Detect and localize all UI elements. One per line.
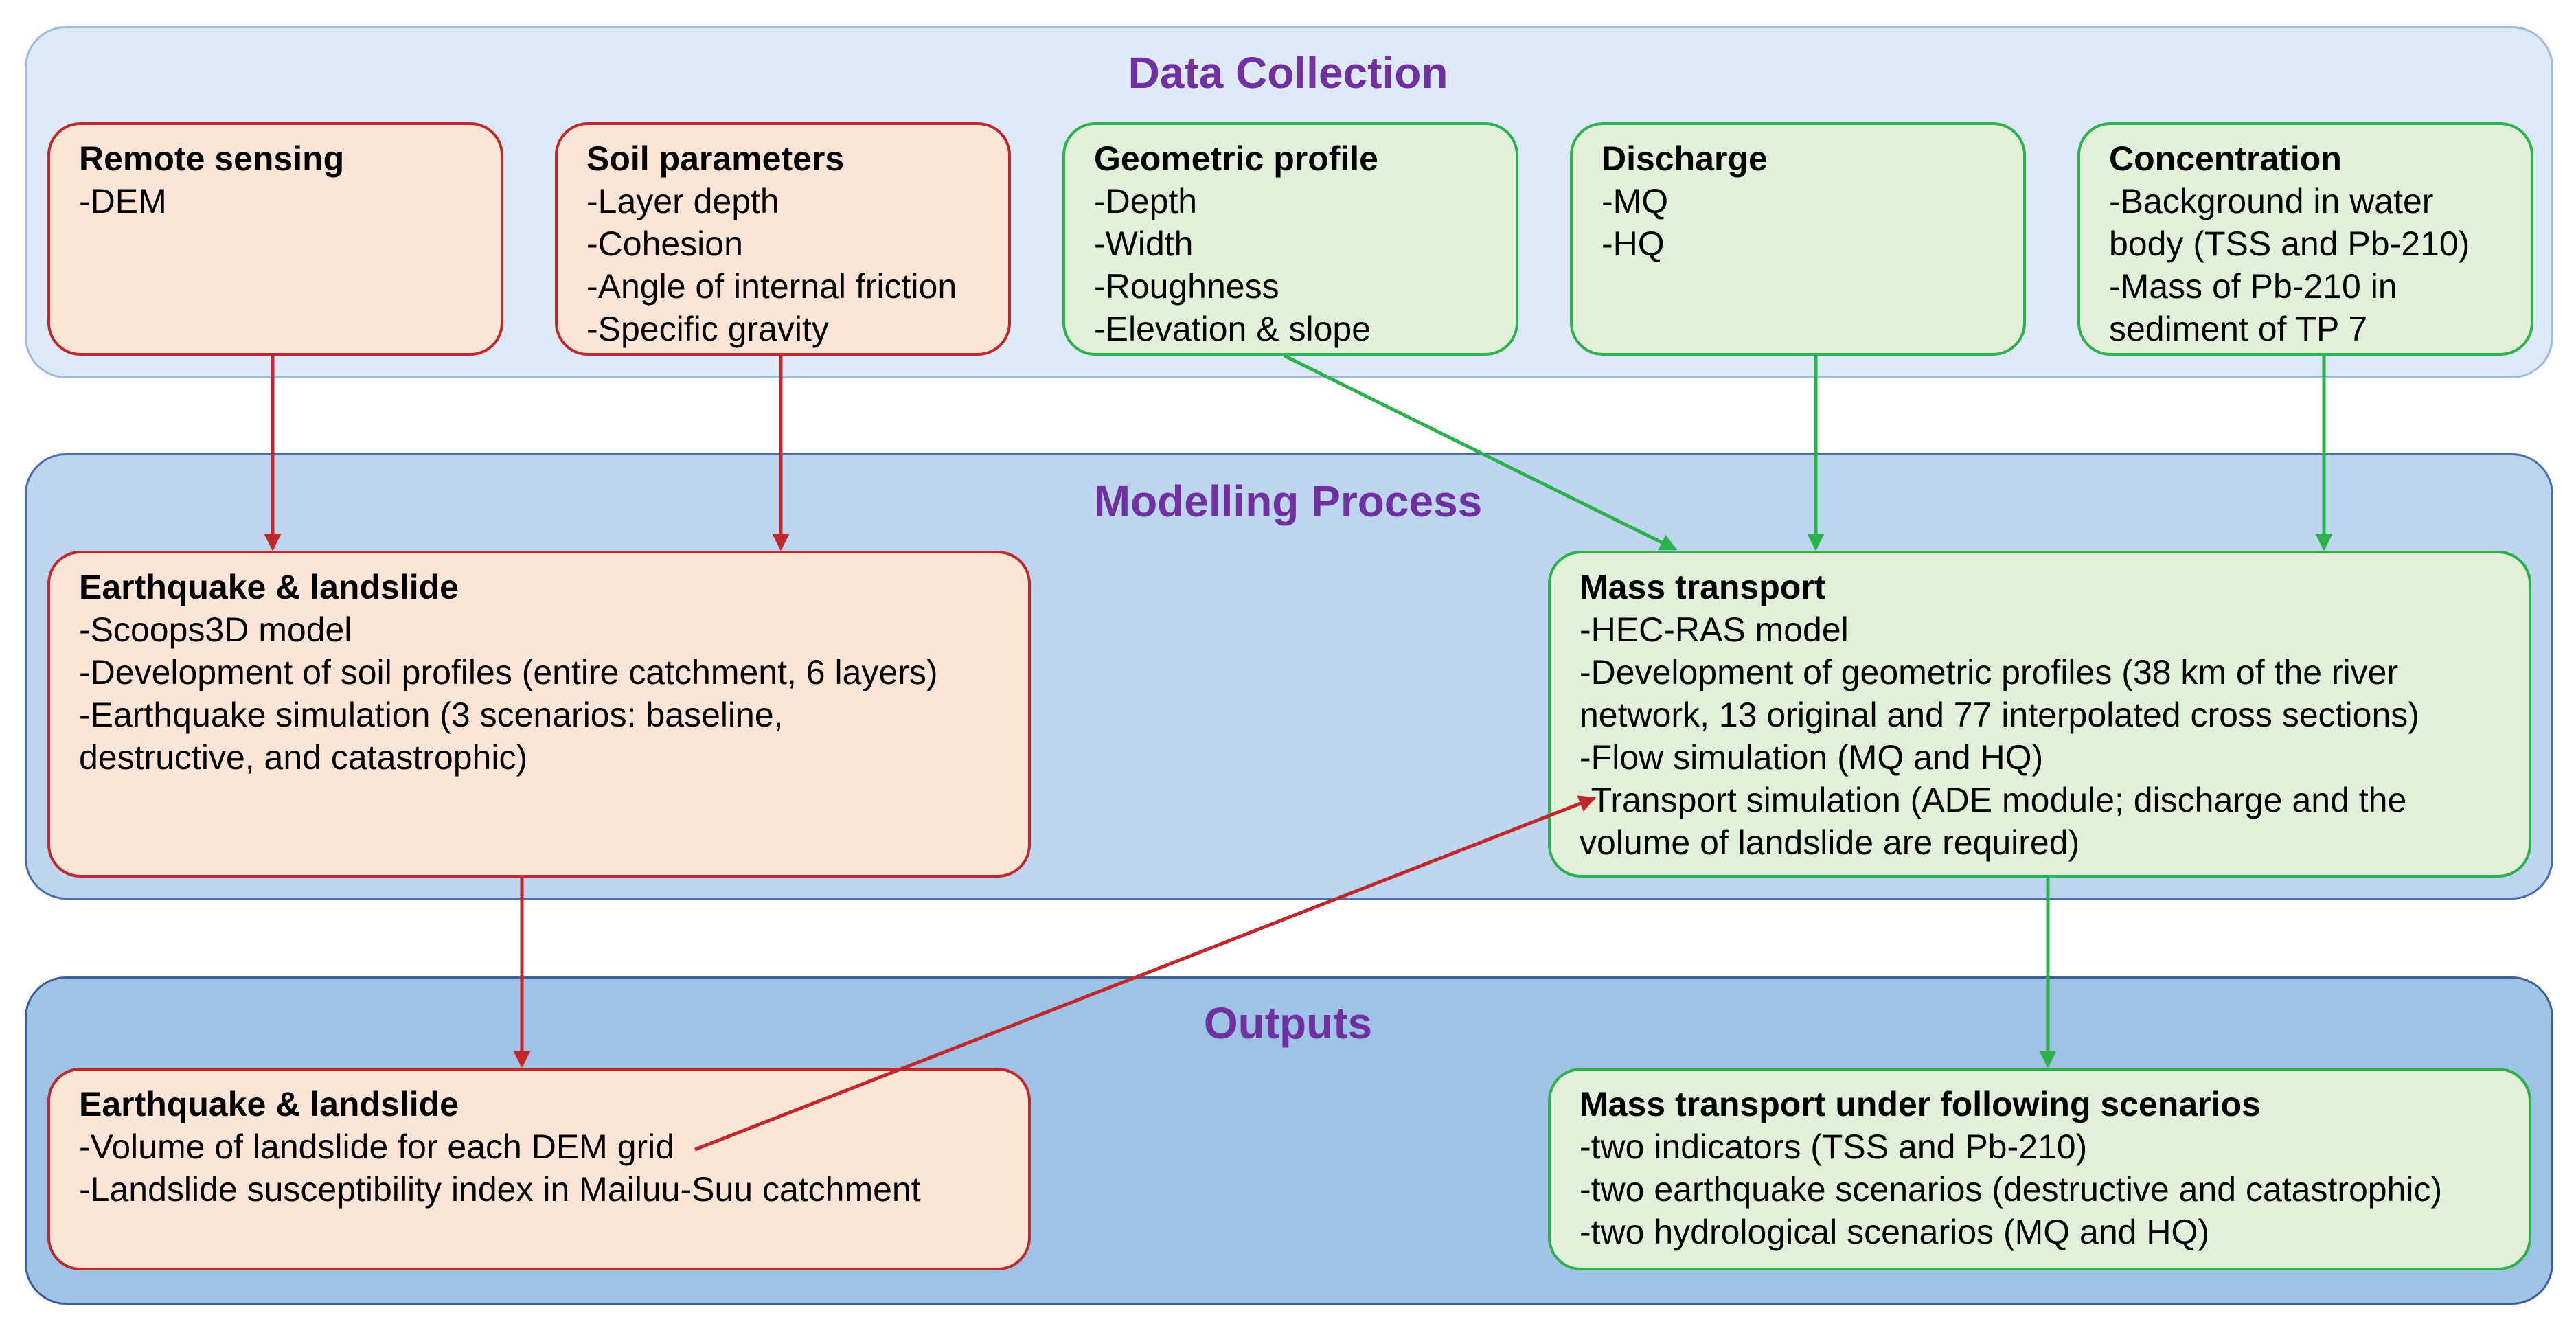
concentration-box: Concentration -Background in water body … [2077,122,2533,356]
soil-parameters-line: -Layer depth [586,182,779,220]
concentration-line: body (TSS and Pb-210) [2109,225,2470,263]
concentration-line: -Mass of Pb-210 in [2109,267,2397,306]
model-mass-transport-line: -HEC-RAS model [1580,610,1849,649]
model-earthquake-landslide-line: -Scoops3D model [79,610,352,649]
soil-parameters-line: -Cohesion [586,225,743,263]
soil-parameters-title: Soil parameters [586,139,845,178]
geometric-profile-line: -Elevation & slope [1094,310,1371,348]
remote-sensing-line: -DEM [79,182,167,220]
output-mass-transport-line: -two hydrological scenarios (MQ and HQ) [1580,1213,2209,1251]
outputs-title: Outputs [1203,998,1373,1048]
remote-sensing-box: Remote sensing -DEM [47,122,503,356]
output-mass-transport-title: Mass transport under following scenarios [1580,1085,2261,1123]
model-mass-transport-line: -Transport simulation (ADE module; disch… [1580,781,2407,819]
output-earthquake-landslide-line: -Landslide susceptibility index in Mailu… [79,1170,921,1209]
concentration-line: -Background in water [2109,182,2434,220]
geometric-profile-line: -Roughness [1094,267,1279,306]
output-earthquake-landslide-title: Earthquake & landslide [79,1085,459,1123]
soil-parameters-line: -Specific gravity [586,310,829,348]
model-mass-transport-line: -Development of geometric profiles (38 k… [1580,653,2399,691]
model-mass-transport-line: volume of landslide are required) [1580,823,2080,862]
model-mass-transport-title: Mass transport [1580,568,1826,606]
discharge-title: Discharge [1602,139,1768,178]
geometric-profile-line: -Width [1094,225,1194,263]
discharge-line: -HQ [1602,225,1665,263]
modelling-process-title: Modelling Process [1093,477,1483,526]
geometric-profile-box: Geometric profile -Depth -Width -Roughne… [1062,122,1518,356]
soil-parameters-line: -Angle of internal friction [586,267,957,306]
remote-sensing-title: Remote sensing [79,139,345,178]
model-mass-transport-line: -Flow simulation (MQ and HQ) [1580,738,2044,777]
geometric-profile-title: Geometric profile [1094,139,1378,178]
geometric-profile-line: -Depth [1094,182,1198,220]
model-earthquake-landslide-line: -Earthquake simulation (3 scenarios: bas… [79,696,784,734]
model-earthquake-landslide-line: destructive, and catastrophic) [79,738,528,777]
concentration-line: sediment of TP 7 [2109,310,2368,348]
data-collection-title: Data Collection [1128,48,1448,98]
soil-parameters-box: Soil parameters -Layer depth -Cohesion -… [555,122,1011,356]
discharge-box: Discharge -MQ -HQ [1570,122,2026,356]
concentration-title: Concentration [2109,139,2342,178]
output-mass-transport-box: Mass transport under following scenarios… [1548,1068,2531,1270]
model-mass-transport-line: network, 13 original and 77 interpolated… [1580,696,2419,734]
model-earthquake-landslide-title: Earthquake & landslide [79,568,459,606]
output-mass-transport-line: -two earthquake scenarios (destructive a… [1580,1170,2443,1209]
model-earthquake-landslide-box: Earthquake & landslide -Scoops3D model -… [47,551,1031,878]
model-mass-transport-box: Mass transport -HEC-RAS model -Developme… [1548,551,2531,878]
output-mass-transport-line: -two indicators (TSS and Pb-210) [1580,1128,2088,1166]
output-earthquake-landslide-box: Earthquake & landslide -Volume of landsl… [47,1068,1031,1270]
output-earthquake-landslide-line: -Volume of landslide for each DEM grid [79,1128,675,1166]
discharge-line: -MQ [1602,182,1669,220]
model-earthquake-landslide-line: -Development of soil profiles (entire ca… [79,653,938,691]
